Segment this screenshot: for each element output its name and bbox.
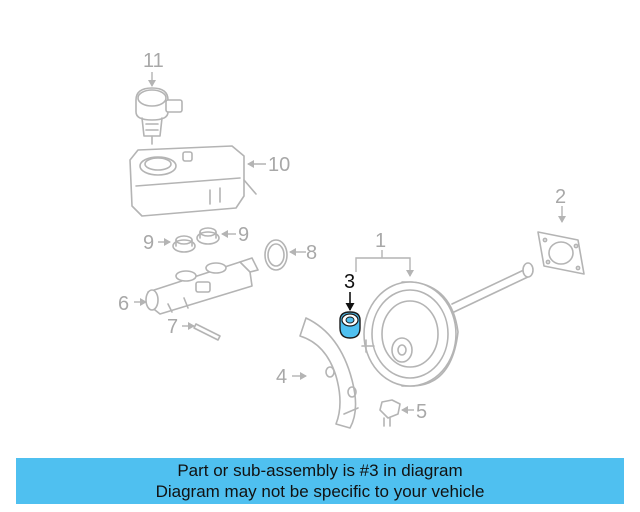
banner-line-1: Part or sub-assembly is #3 in diagram	[177, 461, 463, 480]
part-10-fluid-reservoir	[129, 145, 257, 217]
part-7-pin	[193, 323, 221, 341]
info-banner: Part or sub-assembly is #3 in diagram Di…	[16, 458, 624, 504]
banner-line-2: Diagram may not be specific to your vehi…	[155, 482, 485, 501]
callout-3: 3	[344, 271, 355, 293]
part-9-grommet-left	[172, 235, 196, 253]
part-1-brake-booster	[361, 262, 534, 387]
part-6-master-cylinder	[145, 257, 259, 315]
part-8-o-ring	[264, 239, 288, 271]
part-2-gasket	[537, 231, 585, 275]
callout-11: 11	[143, 50, 164, 72]
callout-4: 4	[276, 366, 287, 388]
part-4-heat-shield	[299, 317, 359, 429]
callout-6: 6	[118, 293, 129, 315]
callout-2: 2	[555, 186, 566, 208]
callout-10: 10	[268, 154, 290, 176]
callout-1: 1	[375, 230, 386, 252]
part-5-nut	[379, 399, 401, 427]
callout-5: 5	[416, 401, 427, 423]
parts-diagram: 11 10 9 9 8	[118, 50, 585, 429]
part-9-grommet-right	[196, 227, 220, 245]
part-3-seal-highlighted	[339, 311, 361, 339]
callout-8: 8	[306, 242, 317, 264]
callout-9-left: 9	[143, 232, 154, 254]
leader-1	[355, 257, 414, 277]
callout-7: 7	[167, 316, 178, 338]
part-11-reservoir-cap	[135, 87, 183, 145]
callout-9-right: 9	[238, 224, 249, 246]
